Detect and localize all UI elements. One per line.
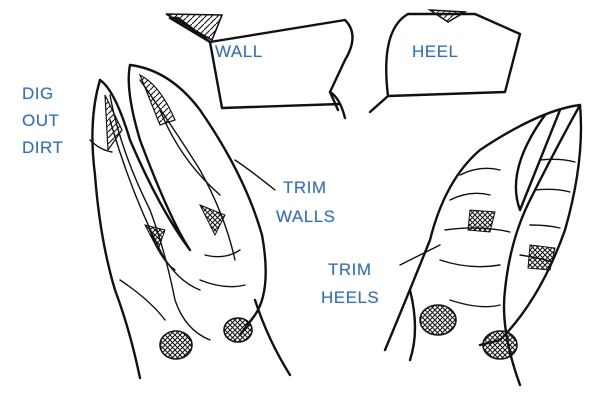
right-hoof (385, 105, 581, 385)
heel-label: HEEL (412, 42, 458, 61)
trim-heels-label-line-2: HEELS (321, 288, 379, 307)
left-heel-pad (160, 331, 192, 359)
right-heel-pad-2 (483, 331, 517, 359)
left-hoof (92, 65, 290, 378)
trim-heels-label-line-1: TRIM (328, 260, 372, 279)
dig-label-line-1: DIG (22, 84, 54, 103)
dig-label-line-2: OUT (22, 111, 59, 130)
heel-inset (370, 10, 520, 112)
wall-hatch (166, 14, 222, 40)
trim-walls-label-line-2: WALLS (276, 207, 336, 226)
dig-label-line-3: DIRT (22, 138, 63, 157)
wall-label: WALL (215, 42, 263, 61)
left-heel-pad-2 (224, 318, 252, 342)
heel-hatch (430, 10, 465, 22)
right-heel-pad (420, 305, 456, 335)
trim-walls-label-line-1: TRIM (283, 178, 327, 197)
trim-walls-leader (235, 160, 275, 190)
